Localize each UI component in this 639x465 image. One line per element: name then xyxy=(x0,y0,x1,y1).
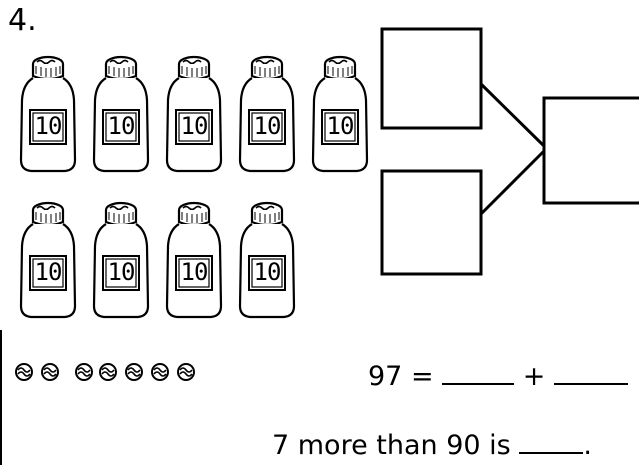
equation-lhs: 97 = xyxy=(368,361,434,392)
sentence-blank[interactable] xyxy=(519,428,584,454)
ten-jar: 10 xyxy=(163,52,225,176)
ten-jar-label: 10 xyxy=(326,112,355,140)
ten-jar-label: 10 xyxy=(180,112,209,140)
sentence-prefix: 7 more than 90 is xyxy=(272,430,511,461)
ten-jar: 10 xyxy=(90,198,152,322)
ten-jar: 10 xyxy=(17,198,79,322)
sentence-period: . xyxy=(583,430,592,461)
bond-part-box-top[interactable] xyxy=(380,27,483,130)
number-bond xyxy=(380,27,639,276)
bond-whole-box[interactable] xyxy=(542,96,639,205)
bond-part-box-bottom[interactable] xyxy=(380,169,483,276)
ten-jar-label: 10 xyxy=(253,112,282,140)
ten-jar: 10 xyxy=(236,52,298,176)
equation-plus-sign: + xyxy=(522,361,546,392)
equation: 97 = + xyxy=(368,359,628,390)
one-candy xyxy=(98,362,118,382)
one-candy xyxy=(124,362,144,382)
ten-jar: 10 xyxy=(17,52,79,176)
ten-jar-label: 10 xyxy=(107,112,136,140)
one-candy xyxy=(40,362,60,382)
ten-jar: 10 xyxy=(163,198,225,322)
equation-blank-2[interactable] xyxy=(553,359,628,385)
one-candy xyxy=(176,362,196,382)
one-candy xyxy=(14,362,34,382)
ten-jar: 10 xyxy=(236,198,298,322)
ten-jar-label: 10 xyxy=(107,258,136,286)
ten-jar-label: 10 xyxy=(180,258,209,286)
bond-connector-top xyxy=(479,82,546,148)
equation-blank-1[interactable] xyxy=(442,359,515,385)
ten-jar-label: 10 xyxy=(253,258,282,286)
bond-connector-bottom xyxy=(479,149,546,216)
ten-jar-label: 10 xyxy=(34,112,63,140)
problem-number: 4. xyxy=(8,3,37,38)
one-candy xyxy=(150,362,170,382)
ten-jar-label: 10 xyxy=(34,258,63,286)
more-than-sentence: 7 more than 90 is . xyxy=(272,428,592,459)
ten-jar: 10 xyxy=(309,52,371,176)
left-margin-rule xyxy=(0,330,2,465)
ten-jar: 10 xyxy=(90,52,152,176)
one-candy xyxy=(74,362,94,382)
